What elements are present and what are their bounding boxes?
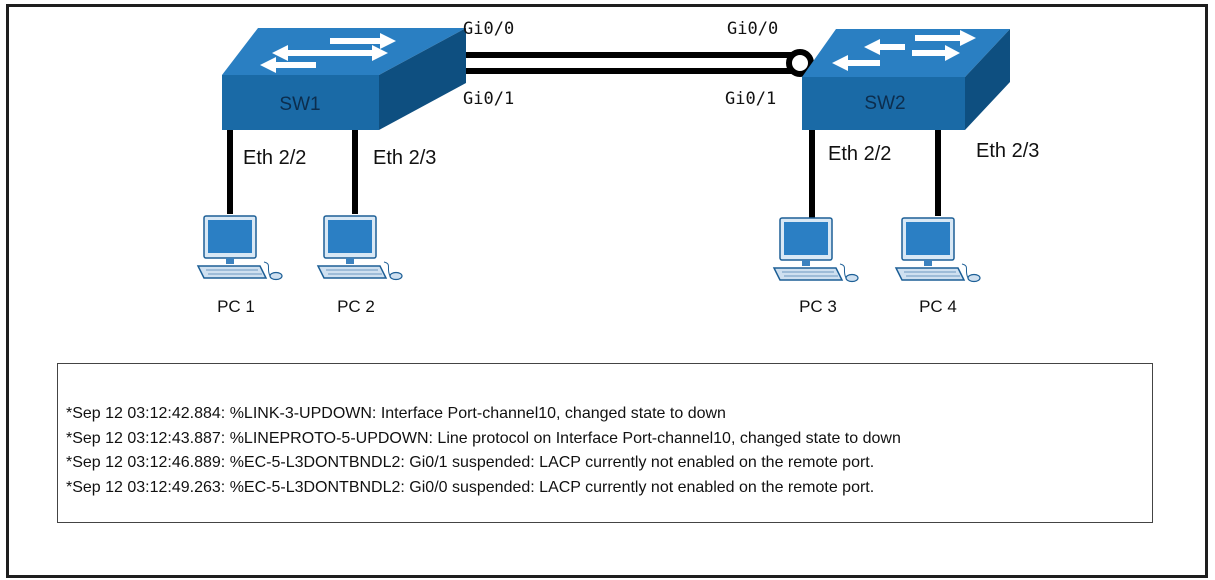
pc-label: PC 4 — [919, 297, 957, 316]
computer-icon — [317, 215, 403, 281]
switch-label: SW1 — [279, 94, 320, 115]
port-label-sw1-eth2-2: Eth 2/2 — [243, 147, 306, 169]
log-line: *Sep 12 03:12:49.263: %EC-5-L3DONTBNDL2:… — [66, 478, 875, 496]
pc-2[interactable]: PC 2 — [317, 215, 403, 316]
switch-label: SW2 — [864, 93, 905, 114]
port-channel-link — [427, 49, 814, 77]
computer-icon — [895, 217, 981, 283]
computer-icon — [773, 217, 859, 283]
port-label-sw2-gi0-1: Gi0/1 — [725, 89, 776, 109]
port-label-sw1-eth2-3: Eth 2/3 — [373, 147, 436, 169]
port-label-sw2-eth2-3: Eth 2/3 — [976, 140, 1039, 162]
pc-3[interactable]: PC 3 — [773, 217, 859, 316]
access-links — [227, 130, 941, 218]
port-label-sw2-gi0-0: Gi0/0 — [727, 19, 778, 39]
switch-sw1[interactable]: SW1 — [222, 28, 466, 130]
port-label-sw1-gi0-0: Gi0/0 — [463, 19, 514, 39]
diagram-frame — [6, 4, 1208, 578]
pc-label: PC 3 — [799, 297, 837, 316]
switch-arrows-icon — [260, 33, 396, 73]
port-label-sw1-gi0-1: Gi0/1 — [463, 89, 514, 109]
pc-label: PC 2 — [337, 297, 375, 316]
switch-sw2[interactable]: SW2 — [802, 29, 1010, 130]
computer-icon — [197, 215, 283, 281]
log-line: *Sep 12 03:12:43.887: %LINEPROTO-5-UPDOW… — [66, 429, 901, 447]
switch-arrows-icon — [832, 30, 976, 71]
log-line: *Sep 12 03:12:42.884: %LINK-3-UPDOWN: In… — [66, 405, 726, 422]
log-line: *Sep 12 03:12:46.889: %EC-5-L3DONTBNDL2:… — [66, 454, 875, 471]
pc-4[interactable]: PC 4 — [895, 217, 981, 316]
pc-label: PC 1 — [217, 297, 255, 316]
pc-1[interactable]: PC 1 — [197, 215, 283, 316]
port-label-sw2-eth2-2: Eth 2/2 — [828, 143, 891, 165]
syslog-output: *Sep 12 03:12:42.884: %LINK-3-UPDOWN: In… — [57, 363, 1153, 523]
